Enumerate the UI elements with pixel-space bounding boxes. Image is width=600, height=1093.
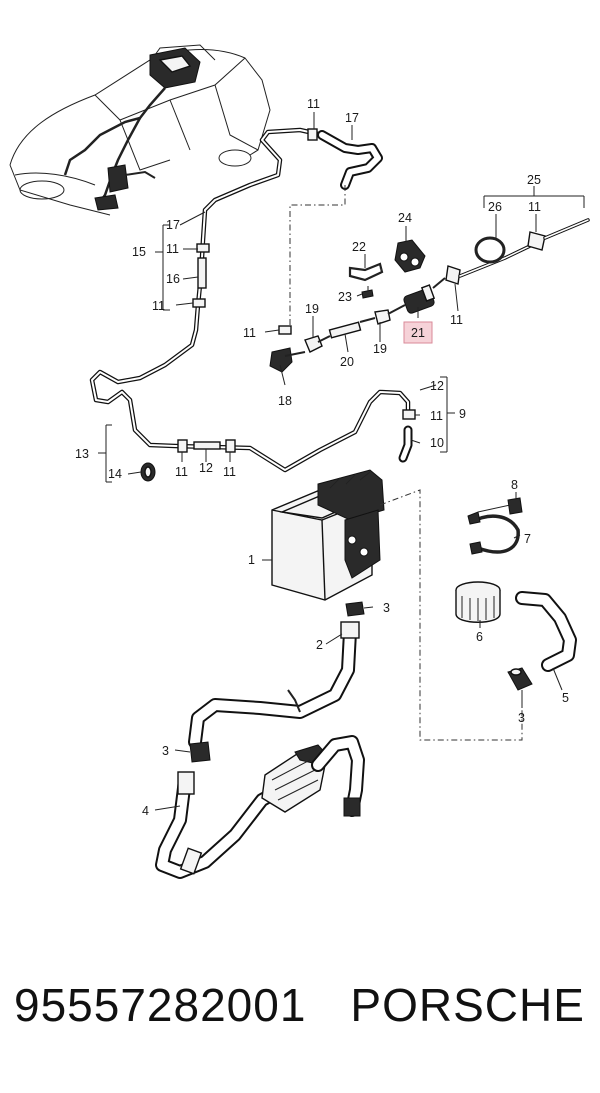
hose-17 [317,130,383,190]
clamps [177,128,416,453]
callout-11: 11 [152,299,165,313]
hose-10 [398,425,413,463]
callout-13: 13 [75,447,89,461]
callout-24: 24 [398,211,412,225]
group-brackets [98,112,585,811]
callout-11: 11 [223,465,236,479]
callout-8: 8 [511,478,518,492]
parts-diagram: 11 17 17 15 11 16 11 11 18 19 20 19 21 2… [9,44,590,879]
callout-4: 4 [142,804,149,818]
callout-22: 22 [352,240,366,254]
callout-19: 19 [305,302,319,316]
dash-leaders [289,185,523,741]
callout-6: 6 [476,630,483,644]
highlight-box-21 [403,321,433,344]
callout-2: 2 [316,638,323,652]
callout-7: 7 [524,532,531,546]
fuel-line [89,127,411,473]
grommet-14 [140,462,156,482]
callout-17: 17 [166,218,180,232]
callout-10: 10 [430,436,444,450]
callout-11: 11 [175,465,188,479]
pipe-12-lower [193,441,221,450]
callout-9: 9 [459,407,466,421]
heater-unit [271,469,385,601]
callout-11: 11 [450,313,463,327]
pipe-16 [197,257,207,289]
callout-19: 19 [373,342,387,356]
callout-11: 11 [307,97,320,111]
callout-11: 11 [166,242,179,256]
callout-3: 3 [518,711,525,725]
callout-26: 26 [488,200,502,214]
callout-25: 25 [527,173,541,187]
exhaust-system [155,621,365,879]
brand-name: PORSCHE [350,979,585,1031]
callout-12: 12 [430,379,444,393]
callout-23: 23 [338,290,352,304]
callout-21: 21 [411,326,425,340]
car-illustration [9,44,271,216]
callout-17: 17 [345,111,359,125]
callout-3: 3 [162,744,169,758]
callout-11: 11 [430,409,443,423]
part-number: 95557282001 [14,979,307,1031]
callout-14: 14 [108,467,122,481]
callout-labels: 11 17 17 15 11 16 11 11 18 19 20 19 21 2… [75,97,569,818]
callout-1: 1 [248,553,255,567]
callout-3: 3 [383,601,390,615]
callout-15: 15 [132,245,146,259]
callout-11: 11 [528,200,541,214]
filter-assembly [455,497,577,691]
callout-18: 18 [278,394,292,408]
callout-5: 5 [562,691,569,705]
footer-caption: 95557282001 PORSCHE [14,978,594,1048]
fuel-pump-assembly [269,218,590,373]
callout-16: 16 [166,272,180,286]
clamp-3-a [345,601,365,617]
callout-20: 20 [340,355,354,369]
callout-12: 12 [199,461,213,475]
callout-11: 11 [243,326,256,340]
